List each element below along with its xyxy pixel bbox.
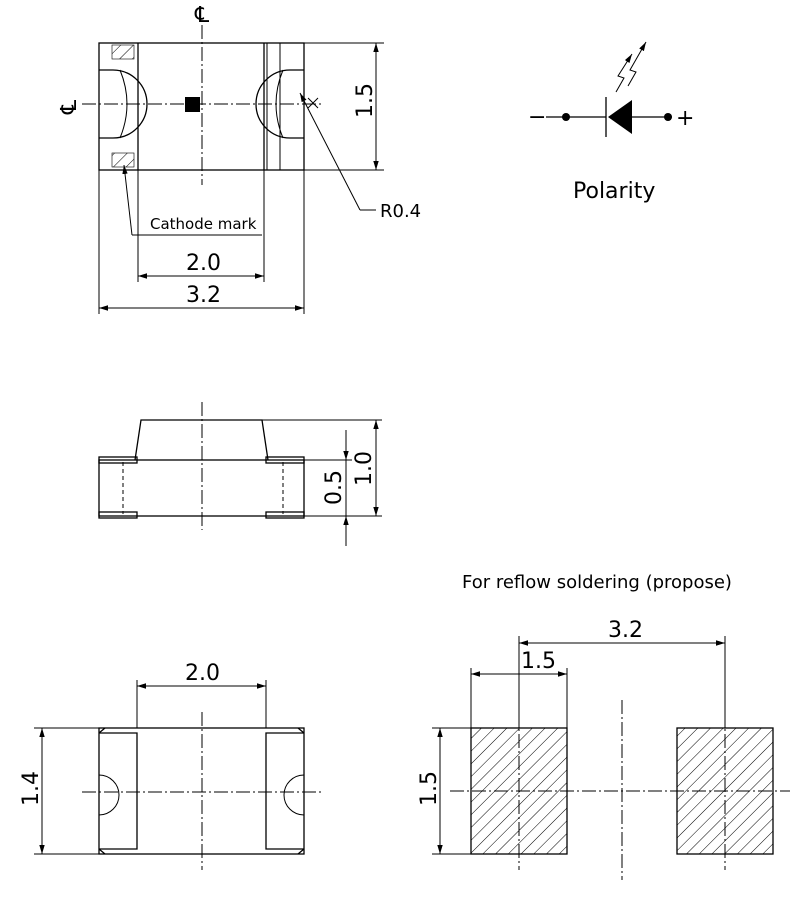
dim-outer-width-label: 3.2 [186, 283, 221, 308]
left-pad [99, 732, 138, 850]
diode-triangle [608, 100, 632, 134]
dim-body-label: 0.5 [322, 470, 347, 505]
top-view-outline [98, 42, 305, 171]
centerline-symbol-vertical: ℄ [194, 3, 210, 28]
bottom-view: 2.0 1.4 [19, 661, 322, 870]
polarity-minus: − [528, 105, 546, 130]
solder-pad-layout: For reflow soldering (propose) 3.2 1.5 1… [417, 572, 790, 880]
cathode-mark-hatch-top [111, 44, 135, 60]
pad-pitch-label: 3.2 [608, 618, 643, 643]
cathode-mark-label: Cathode mark [150, 215, 257, 233]
pad-width-label: 1.5 [521, 649, 556, 674]
dim-total-label: 1.0 [352, 451, 377, 486]
polarity-symbol: − + Polarity [528, 41, 694, 204]
left-terminal-cutout [99, 69, 148, 139]
polarity-plus: + [676, 106, 694, 131]
dim-inner-width-label: 2.0 [186, 251, 221, 276]
dim-height-label: 1.5 [353, 83, 378, 118]
bottom-dim-width-label: 2.0 [185, 661, 220, 686]
radius-label: R0.4 [380, 201, 421, 222]
cathode-mark-hatch-bottom [111, 152, 135, 168]
pad-height-label: 1.5 [417, 771, 442, 806]
bottom-dim-height-label: 1.4 [19, 771, 44, 806]
right-pad [265, 732, 304, 850]
centerline-symbol-horizontal: ℄ [57, 99, 82, 115]
right-terminal-cutout [255, 69, 304, 139]
solder-pad-title: For reflow soldering (propose) [462, 572, 732, 593]
top-view: ℄ ℄ 1.5 R0.4 Cathode mark 2.0 3.2 [57, 3, 421, 314]
polarity-label: Polarity [573, 179, 655, 204]
side-view: 0.5 1.0 [98, 402, 382, 546]
